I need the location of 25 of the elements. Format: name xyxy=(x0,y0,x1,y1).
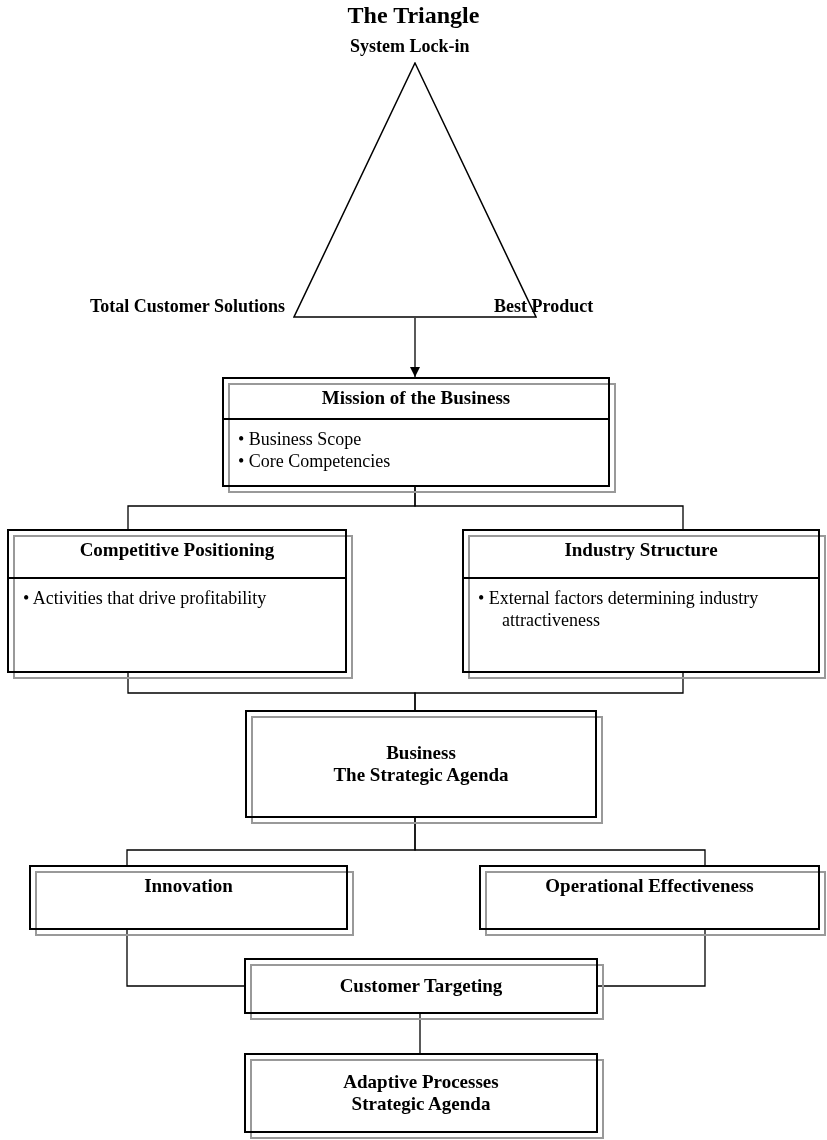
arrow xyxy=(410,317,420,378)
bullet-item: • External factors determining industry attractiveness xyxy=(478,587,760,631)
box-text: Operational Effectiveness xyxy=(545,875,754,897)
connector-line xyxy=(597,929,706,987)
corner-label: System Lock-in xyxy=(350,36,470,57)
connector-line xyxy=(414,672,684,711)
connector-line xyxy=(126,929,245,987)
connector-line xyxy=(419,1013,421,1054)
box-text: Adaptive Processes xyxy=(343,1071,499,1093)
box-text: The Strategic Agenda xyxy=(333,764,509,786)
bullet-item: • Activities that drive profitability xyxy=(23,587,268,609)
box-heading: Industry Structure xyxy=(564,539,718,560)
diagram-title: The Triangle xyxy=(346,1,481,30)
corner-label: Best Product xyxy=(494,296,594,317)
box-text: Strategic Agenda xyxy=(351,1093,491,1115)
box-text: Customer Targeting xyxy=(339,975,503,997)
bullet-item: • Business Scope xyxy=(238,428,363,450)
box-heading: Competitive Positioning xyxy=(79,539,275,560)
connector-line xyxy=(414,486,684,530)
connector-line xyxy=(414,817,706,866)
box-text: Business xyxy=(386,742,456,764)
bullet-item: • Core Competencies xyxy=(238,450,392,472)
corner-label: Total Customer Solutions xyxy=(90,296,286,317)
box-text: Innovation xyxy=(144,875,233,897)
box-heading: Mission of the Business xyxy=(321,387,511,408)
